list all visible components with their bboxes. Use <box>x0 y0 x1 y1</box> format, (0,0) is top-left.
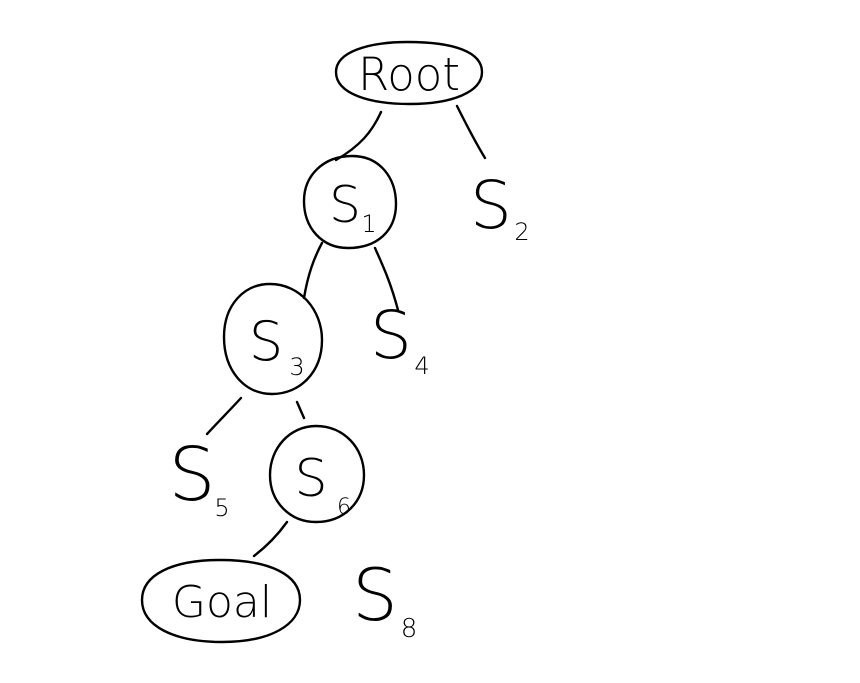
node-s6-label: S <box>294 449 327 509</box>
node-s4-subscript: 4 <box>414 352 429 380</box>
edge-s3-s5 <box>205 396 243 436</box>
node-s2-label: S <box>470 167 512 244</box>
edge-s3-s6 <box>295 400 306 420</box>
node-s4-label: S <box>370 297 412 374</box>
node-goal-ellipse <box>140 558 302 644</box>
node-s3-ellipse <box>222 282 324 396</box>
node-s6-ellipse <box>268 424 366 524</box>
node-goal: Goal <box>140 558 302 644</box>
edge-s6-goal <box>252 520 289 558</box>
node-s3: S 3 <box>222 282 324 396</box>
node-root-label: Root <box>358 48 460 101</box>
edge-s1-s4 <box>373 246 400 312</box>
node-s5: S 5 <box>169 432 230 522</box>
node-s5-subscript: 5 <box>214 494 229 522</box>
edge-root-s1 <box>334 110 383 162</box>
node-s3-subscript: 3 <box>289 353 304 381</box>
node-s6: S 6 <box>268 424 366 524</box>
node-s3-label: S <box>249 310 283 373</box>
edge-root-s2 <box>455 104 487 160</box>
node-s8: S 8 <box>352 553 417 644</box>
node-s8-subscript: 8 <box>401 614 418 644</box>
node-s4: S 4 <box>370 297 430 380</box>
node-root: Root <box>334 40 484 106</box>
node-s8-label: S <box>352 553 398 637</box>
node-s5-label: S <box>169 432 216 518</box>
node-s1-label: S <box>329 176 361 234</box>
node-s1-subscript: 1 <box>361 210 376 238</box>
node-s1: S 1 <box>302 154 398 250</box>
node-goal-label: Goal <box>172 577 272 628</box>
node-s6-subscript: 6 <box>337 495 351 520</box>
node-s2: S 2 <box>470 167 530 246</box>
node-root-ellipse <box>334 40 484 106</box>
node-s1-ellipse <box>302 154 398 250</box>
node-s2-subscript: 2 <box>514 218 529 246</box>
edge-s1-s3 <box>302 241 324 300</box>
